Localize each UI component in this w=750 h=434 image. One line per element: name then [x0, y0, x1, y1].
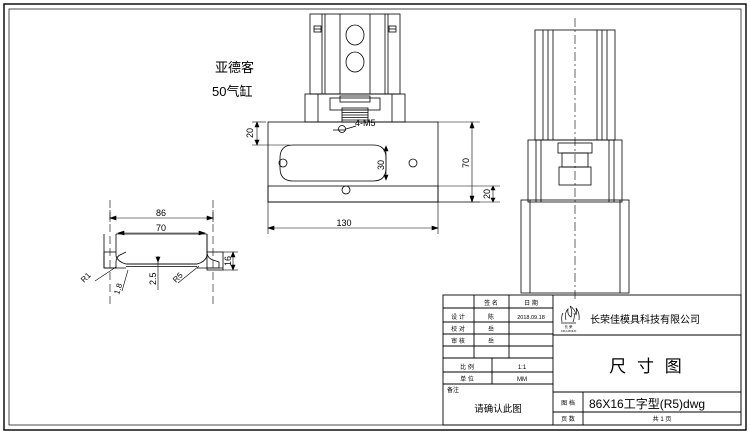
flame-logo-icon: 长 荣 CRJ-MOLD — [561, 305, 580, 333]
titleblock-row-signature-1: 岳 — [488, 326, 494, 333]
titleblock-col-signature: 签 名 — [484, 299, 498, 307]
brand-annotation-line2: 50气缸 — [212, 84, 252, 99]
titleblock-row-label-1: 校 对 — [451, 325, 465, 333]
brand-annotation-line1: 亚德客 — [215, 60, 254, 75]
dim-small-thickness: 1.8 — [112, 282, 124, 296]
dim-right-radius: R5 — [171, 270, 185, 284]
section-view-dimensions — [94, 210, 238, 292]
titleblock-row-date-0: 2018.09.18 — [517, 315, 545, 321]
titleblock-file-value: 86X16工字型(R5)dwg — [589, 396, 705, 411]
cylinder-top-view — [304, 13, 406, 123]
dim-left-radius: R1 — [79, 270, 93, 284]
drawing-title: 尺 寸 图 — [609, 357, 684, 376]
dim-bottom-width: 130 — [336, 218, 351, 228]
svg-text:长 荣: 长 荣 — [565, 324, 573, 329]
dim-section-overall-width: 86 — [156, 208, 166, 218]
titleblock-file-label: 图 档 — [561, 399, 575, 407]
front-view-geometry — [267, 121, 439, 203]
svg-text:CRJ-MOLD: CRJ-MOLD — [561, 329, 577, 333]
titleblock-row-signature-2: 岳 — [488, 338, 494, 345]
titleblock-page-label: 页 数 — [561, 415, 575, 423]
dim-right-total: 70 — [461, 158, 471, 168]
titleblock-scale-value: 1:1 — [518, 365, 527, 371]
titleblock-company-name: 长荣佳模具科技有限公司 — [590, 313, 700, 326]
dim-right-lower: 20 — [482, 189, 492, 199]
dim-flange-height: 16 — [223, 256, 233, 266]
titleblock-remark-value: 请确认此图 — [474, 403, 522, 415]
titleblock-remark-label: 备注 — [447, 386, 459, 394]
titleblock-row-label-2: 审 核 — [451, 337, 465, 345]
titleblock-unit-value: MM — [517, 377, 527, 383]
cylinder-side-view — [520, 18, 630, 300]
titleblock-row-label-0: 设 计 — [451, 313, 465, 321]
dim-web-thickness: 2.5 — [148, 272, 158, 285]
titleblock-scale-label: 比 例 — [460, 363, 474, 371]
title-block-frame — [442, 294, 742, 426]
dim-front-top-left: 20 — [245, 128, 255, 138]
titleblock-unit-label: 单 位 — [460, 375, 474, 383]
titleblock-page-value: 共 1 页 — [653, 415, 672, 423]
dim-thread-callout: 4-M5 — [355, 118, 376, 128]
titleblock-row-signature-0: 陈 — [488, 313, 494, 321]
dim-section-inner-width: 70 — [156, 223, 166, 233]
titleblock-col-date: 日 期 — [524, 299, 538, 307]
front-view-dimensions — [252, 121, 500, 234]
dim-slot-height: 30 — [376, 160, 386, 170]
drawing-sheet-border — [3, 3, 747, 431]
